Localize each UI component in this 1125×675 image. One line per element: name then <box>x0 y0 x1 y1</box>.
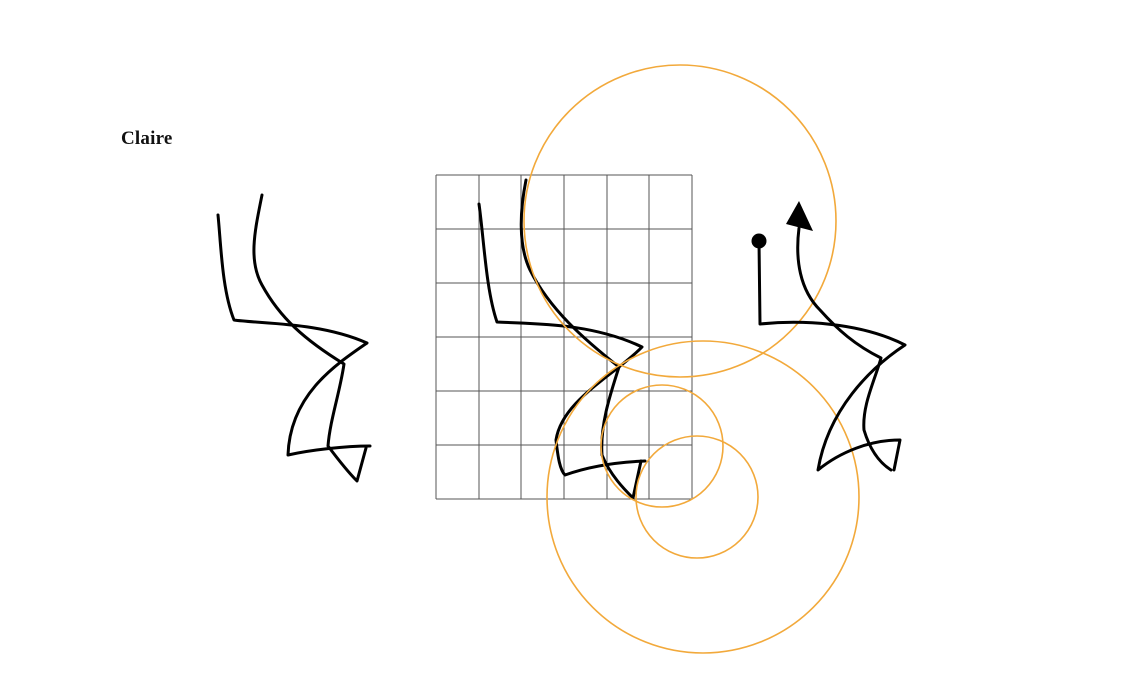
stroke-order-first-line <box>757 239 907 472</box>
original-stroke-right-line <box>252 193 368 483</box>
guide-circle-small-upper <box>600 384 724 508</box>
direction-arrow-icon <box>786 201 813 231</box>
guide-circle-small-lower <box>635 435 759 559</box>
original-stroke-left-line <box>216 213 372 457</box>
stroke-order-second-line <box>796 226 893 472</box>
gridded-stroke-left-line <box>477 202 647 477</box>
gridded-stroke-figure <box>477 178 647 500</box>
reference-grid <box>435 174 693 500</box>
guide-circles <box>523 64 860 654</box>
author-name-label: Claire <box>121 128 173 149</box>
guide-circle-large-bottom <box>546 340 860 654</box>
original-stroke-figure <box>216 193 372 483</box>
guide-circle-large-top <box>523 64 837 378</box>
stroke-order-figure <box>751 201 907 472</box>
